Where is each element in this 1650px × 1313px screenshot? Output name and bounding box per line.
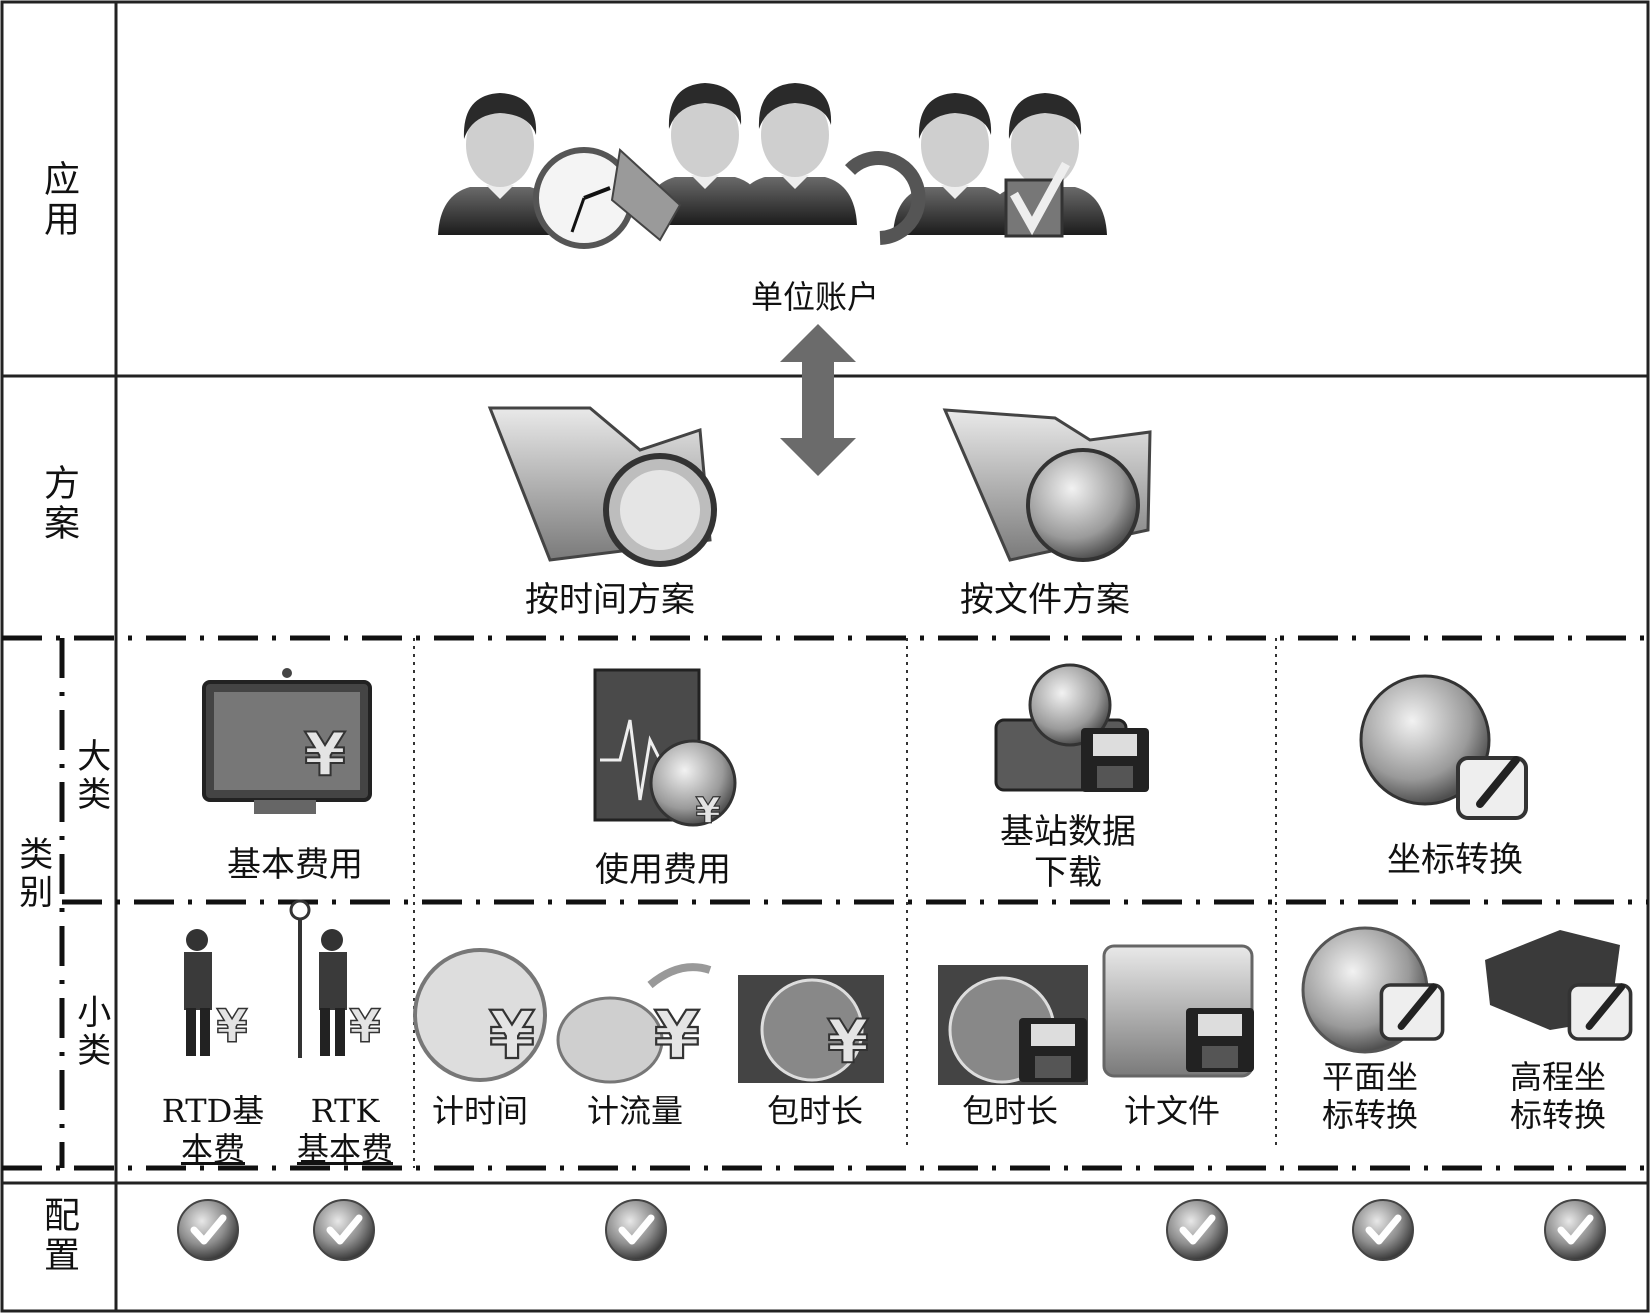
label-line: 基站数据 xyxy=(1000,812,1136,852)
surveyor-rtk-icon xyxy=(289,899,382,1058)
globe-pen-icon xyxy=(1359,674,1526,818)
scheme-label-file: 按文件方案 xyxy=(960,580,1130,620)
config-check-icon xyxy=(1545,1200,1605,1260)
minor-label-plane: 平面坐 标转换 xyxy=(1305,1058,1435,1135)
row-label-minor: 小类 xyxy=(70,994,111,1070)
minor-label-duration-b: 包时长 xyxy=(961,1092,1058,1130)
major-label-usage-fee: 使用费用 xyxy=(595,850,731,890)
label-line: 基本费 xyxy=(296,1130,393,1169)
major-label-coord-transform: 坐标转换 xyxy=(1387,840,1523,880)
label-line: 标转换 xyxy=(1321,1096,1418,1135)
row-label-text: 方案 xyxy=(38,464,79,544)
config-check-icon xyxy=(1353,1200,1413,1260)
row-label-major: 大类 xyxy=(70,738,111,814)
row-label-category: 类别 xyxy=(12,836,53,912)
config-check-icon xyxy=(606,1200,666,1260)
folder-globe-icon xyxy=(942,408,1152,562)
label-line: 标转换 xyxy=(1509,1096,1606,1135)
clock-money-icon xyxy=(413,948,547,1082)
folder-floppy-icon xyxy=(1102,944,1254,1078)
minor-label-rtd: RTD基 本费 xyxy=(148,1092,278,1169)
globe-pen-plane-icon xyxy=(1301,926,1443,1054)
row-label-application: 应用 xyxy=(0,160,116,251)
row-label-text: 配置 xyxy=(38,1196,79,1276)
config-check-icon xyxy=(178,1200,238,1260)
account-label: 单位账户 xyxy=(750,278,879,316)
row-label-scheme: 方案 xyxy=(0,464,116,555)
map-pen-height-icon xyxy=(1485,930,1631,1039)
label-line: 下载 xyxy=(1034,852,1102,893)
label-line: RTK xyxy=(310,1092,380,1130)
users-group-icon xyxy=(438,83,1148,249)
clockface-money-icon xyxy=(738,975,884,1083)
minor-label-rtk: RTK 基本费 xyxy=(280,1092,410,1169)
major-label-station-download: 基站数据 下载 xyxy=(968,812,1168,894)
row-label-config: 配置 xyxy=(0,1196,116,1287)
minor-label-timing: 计时间 xyxy=(431,1092,528,1130)
config-check-icon xyxy=(1167,1200,1227,1260)
usage-chart-icon xyxy=(593,668,737,833)
scheme-label-time: 按时间方案 xyxy=(525,580,695,620)
double-arrow-icon xyxy=(780,324,856,476)
minor-label-height: 高程坐 标转换 xyxy=(1493,1058,1623,1135)
minor-label-duration-a: 包时长 xyxy=(766,1092,863,1130)
monitor-money-icon xyxy=(202,668,372,814)
minor-label-per-file: 计文件 xyxy=(1123,1092,1220,1130)
config-check-icon xyxy=(314,1200,374,1260)
globe-disk-icon xyxy=(994,663,1149,792)
water-money-icon xyxy=(556,963,712,1084)
minor-label-traffic: 计流量 xyxy=(586,1092,683,1130)
label-line: RTD基 xyxy=(161,1092,265,1130)
folder-clock-icon xyxy=(487,406,717,567)
row-label-text: 应用 xyxy=(38,160,79,240)
label-line: 高程坐 xyxy=(1509,1058,1606,1096)
surveyor-rtd-icon xyxy=(184,929,249,1056)
clockface-floppy-icon xyxy=(938,965,1088,1085)
major-label-basic-fee: 基本费用 xyxy=(227,845,363,885)
label-line: 平面坐 xyxy=(1321,1058,1418,1096)
label-line: 本费 xyxy=(180,1130,245,1169)
